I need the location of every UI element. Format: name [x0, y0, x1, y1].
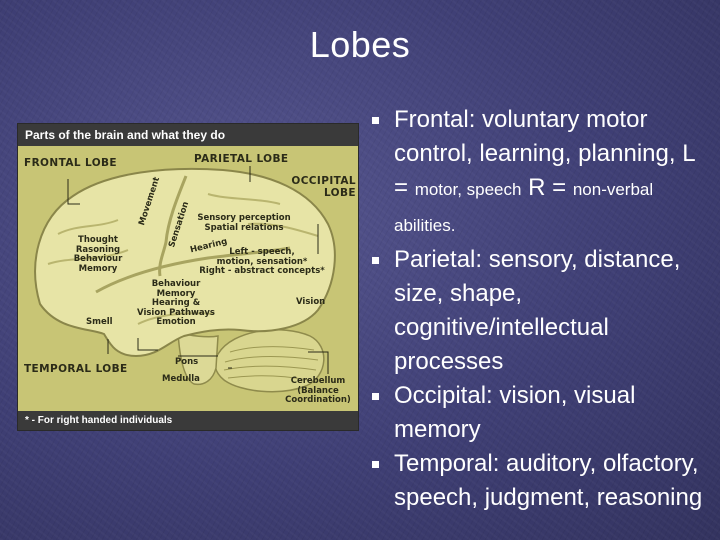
label-behaviour-memory: Behaviour Memory Hearing & Vision Pathwa… — [137, 279, 215, 328]
label-thought: Thought Rasoning Behaviour Memory — [73, 235, 123, 274]
label-temporal-lobe: TEMPORAL LOBE — [24, 363, 128, 375]
label-smell: Smell — [86, 317, 113, 327]
bullet-list: Frontal: voluntary motor control, learni… — [372, 103, 712, 515]
brain-illustration — [34, 166, 336, 393]
lateral-sulcus — [95, 246, 291, 294]
bullet-square-icon — [372, 393, 379, 400]
brainstem-shape — [177, 330, 219, 386]
bullet-square-icon — [372, 257, 379, 264]
label-cerebellum: Cerebellum (Balance Coordination) — [285, 376, 351, 406]
label-vision: Vision — [296, 297, 326, 307]
central-sulcus — [158, 175, 188, 277]
slide-title: Lobes — [309, 24, 411, 65]
label-medulla: Medulla — [162, 374, 200, 384]
diagram-footnote: * - For right handed individuals — [18, 411, 358, 430]
diagram-header: Parts of the brain and what they do — [18, 124, 358, 146]
label-frontal-lobe: FRONTAL LOBE — [24, 157, 118, 169]
cerebellum-folds — [223, 346, 319, 381]
brain-diagram: Parts of the brain and what they do FRON… — [17, 123, 359, 431]
bullet-frontal: Frontal: voluntary motor control, learni… — [372, 103, 712, 243]
bullet-temporal: Temporal: auditory, olfactory, speech, j… — [372, 447, 712, 515]
label-sensory-perception: Sensory perception Spatial relations — [197, 213, 291, 233]
bullet-square-icon — [372, 461, 379, 468]
bullet-square-icon — [372, 117, 379, 124]
label-occipital-lobe: OCCIPITAL LOBE — [291, 175, 356, 199]
label-left-right-functions: Left - speech, motion, sensation* Right … — [199, 247, 325, 277]
bullet-parietal: Parietal: sensory, distance, size, shape… — [372, 243, 712, 379]
label-parietal-lobe: PARIETAL LOBE — [194, 153, 289, 165]
label-pons: Pons — [175, 357, 199, 367]
bullet-occipital: Occipital: vision, visual memory — [372, 379, 712, 447]
gyri-lines — [47, 193, 319, 325]
